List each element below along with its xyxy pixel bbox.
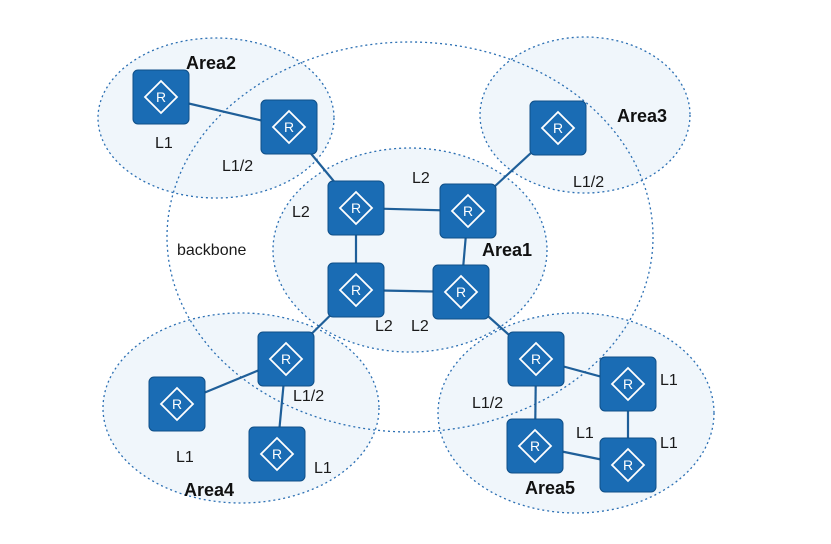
- router-icon: [610, 447, 646, 483]
- area5-label: Area5: [525, 478, 575, 498]
- router-icon: [610, 366, 646, 402]
- router-body: [248, 426, 306, 482]
- router-a5-l1b: R: [599, 437, 657, 493]
- a4-l1a-level-label: L1: [176, 449, 194, 466]
- router-body: [148, 376, 206, 432]
- router-icon: [143, 79, 179, 115]
- router-icon: [517, 428, 553, 464]
- router-body: [327, 180, 385, 236]
- router-letter: R: [172, 396, 182, 412]
- router-body: [599, 437, 657, 493]
- router-letter: R: [281, 351, 291, 367]
- router-body: [432, 264, 490, 320]
- router-a4-l12: R: [257, 331, 315, 387]
- router-icon: [338, 190, 374, 226]
- router-icon: [338, 272, 374, 308]
- a1-bl-level-label: L2: [375, 318, 393, 335]
- router-a1-tl: R: [327, 180, 385, 236]
- backbone-boundary: [166, 41, 654, 433]
- router-letter: R: [463, 203, 473, 219]
- a5-l1c-level-label: L1: [576, 425, 594, 442]
- router-letter: R: [351, 282, 361, 298]
- router-body: [507, 331, 565, 387]
- router-letter: R: [272, 446, 282, 462]
- area5-boundary: [437, 312, 715, 514]
- area4-label: Area4: [184, 480, 234, 500]
- a1-tr-level-label: L2: [412, 170, 430, 187]
- router-a4-l1b: R: [248, 426, 306, 482]
- area3-label: Area3: [617, 106, 667, 126]
- router-letter: R: [456, 284, 466, 300]
- router-a5-l1a: R: [599, 356, 657, 412]
- router-body: [599, 356, 657, 412]
- a5-l12-level-label: L1/2: [472, 395, 503, 412]
- router-letter: R: [623, 376, 633, 392]
- router-a5-l1c: R: [506, 418, 564, 474]
- router-icon: [259, 436, 295, 472]
- router-icon: [268, 341, 304, 377]
- router-a5-l12: R: [507, 331, 565, 387]
- router-body: [132, 69, 190, 125]
- router-icon: [271, 109, 307, 145]
- router-letter: R: [553, 120, 563, 136]
- router-icon: [159, 386, 195, 422]
- router-a2-l1: R: [132, 69, 190, 125]
- router-a3-l12: R: [529, 100, 587, 156]
- router-a1-tr: R: [439, 183, 497, 239]
- router-body: [529, 100, 587, 156]
- router-a4-l1a: R: [148, 376, 206, 432]
- router-icon: [450, 193, 486, 229]
- area4-boundary: [102, 312, 380, 504]
- a2-l12-level-label: L1/2: [222, 158, 253, 175]
- router-letter: R: [531, 351, 541, 367]
- area1-label: Area1: [482, 240, 532, 260]
- a4-l12-level-label: L1/2: [293, 388, 324, 405]
- a1-tl-level-label: L2: [292, 204, 310, 221]
- router-letter: R: [351, 200, 361, 216]
- area2-label: Area2: [186, 53, 236, 73]
- router-body: [260, 99, 318, 155]
- router-icon: [443, 274, 479, 310]
- router-body: [506, 418, 564, 474]
- router-a1-bl: R: [327, 262, 385, 318]
- router-body: [327, 262, 385, 318]
- router-letter: R: [156, 89, 166, 105]
- router-body: [439, 183, 497, 239]
- backbone-label: backbone: [177, 242, 246, 259]
- router-body: [257, 331, 315, 387]
- a2-l1-level-label: L1: [155, 135, 173, 152]
- a1-br-level-label: L2: [411, 318, 429, 335]
- router-a1-br: R: [432, 264, 490, 320]
- router-letter: R: [623, 457, 633, 473]
- router-icon: [518, 341, 554, 377]
- router-icon: [540, 110, 576, 146]
- a5-l1b-level-label: L1: [660, 435, 678, 452]
- a3-l12-level-label: L1/2: [573, 174, 604, 191]
- router-letter: R: [530, 438, 540, 454]
- a5-l1a-level-label: L1: [660, 372, 678, 389]
- a4-l1b-level-label: L1: [314, 460, 332, 477]
- routers-layer: R R R R R R R R R R R R R R: [132, 69, 657, 493]
- router-a2-l12: R: [260, 99, 318, 155]
- router-letter: R: [284, 119, 294, 135]
